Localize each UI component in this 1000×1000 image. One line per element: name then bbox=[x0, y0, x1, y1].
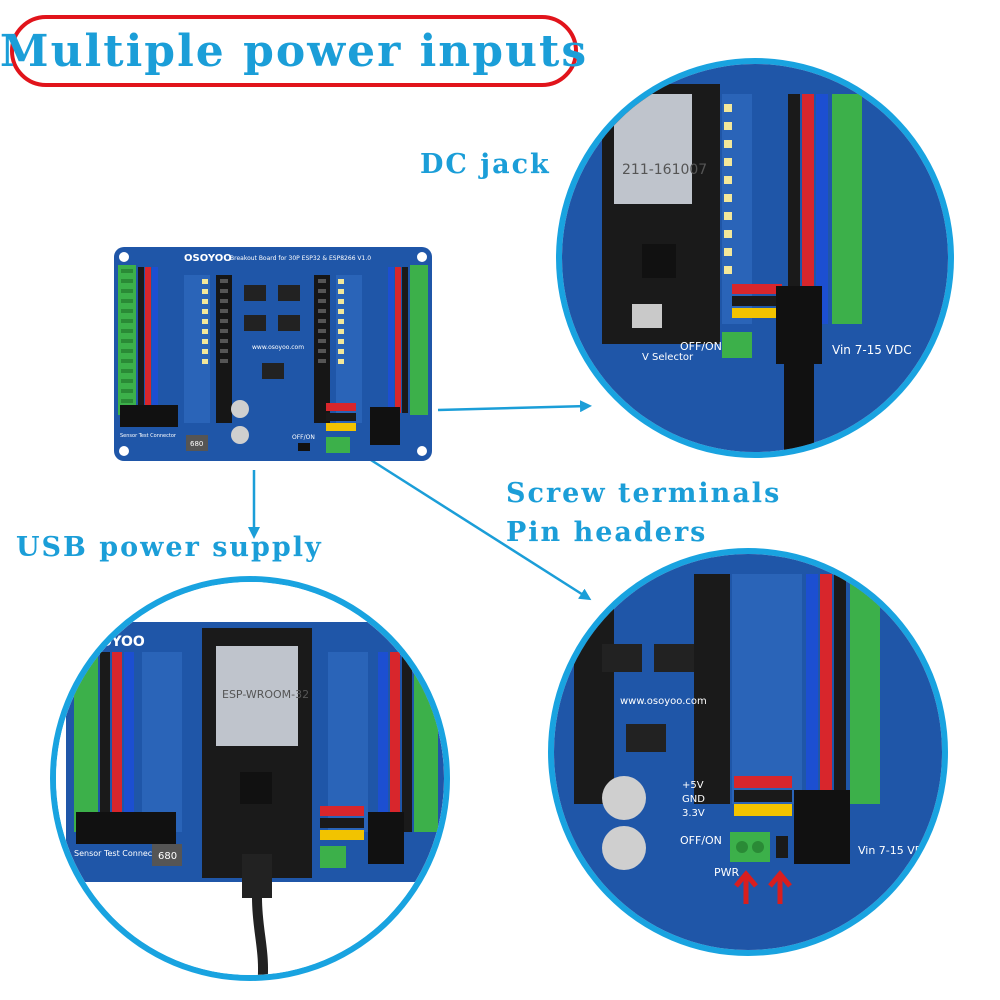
power-label-5v: +5V bbox=[682, 780, 704, 791]
zoom-dc-jack: 211-161007 Vin 7-15 VDC OFF/ON V Selecto… bbox=[556, 58, 954, 458]
selector-label-dc: V Selector bbox=[642, 352, 694, 363]
caption-pin-headers: Pin headers bbox=[506, 517, 708, 548]
caption-usb-power: USB power supply bbox=[16, 532, 323, 563]
zoom-usb-power: OSOYOO ESP-WROOM-32 Sensor Test Connecto… bbox=[50, 576, 450, 981]
esp-chip-label: 211-161007 bbox=[622, 162, 707, 178]
website-label: www.osoyoo.com bbox=[252, 344, 304, 351]
switch-label-dc: OFF/ON bbox=[680, 340, 722, 353]
power-label-gnd: GND bbox=[682, 794, 705, 805]
zoom-usb-power-board: OSOYOO ESP-WROOM-32 Sensor Test Connecto… bbox=[56, 582, 444, 975]
switch-label-small: OFF/ON bbox=[292, 434, 315, 441]
website-label-zoom: www.osoyoo.com bbox=[620, 696, 707, 707]
inductor-label-usb: 680 bbox=[158, 851, 177, 862]
arrow-up-icon bbox=[734, 870, 792, 904]
zoom-screw-terminals-board: www.osoyoo.com +5V GND 3.3V OFF/ON PWR V… bbox=[554, 554, 942, 950]
power-label-33v: 3.3V bbox=[682, 808, 705, 819]
caption-dc-jack: DC jack bbox=[420, 149, 551, 180]
switch-label-zoom: OFF/ON bbox=[680, 834, 722, 847]
zoom-dc-jack-board: 211-161007 Vin 7-15 VDC OFF/ON V Selecto… bbox=[562, 64, 948, 452]
zoom-screw-terminals: www.osoyoo.com +5V GND 3.3V OFF/ON PWR V… bbox=[548, 548, 948, 956]
sensor-label: Sensor Test Connector bbox=[120, 433, 177, 439]
breakout-board-overview: OSOYOO Breakout Board for 30P ESP32 & ES… bbox=[114, 247, 432, 461]
page-title: Multiple power inputs bbox=[0, 25, 589, 77]
brand-label: OSOYOO bbox=[184, 253, 232, 264]
arrow-diagonal-icon bbox=[351, 446, 592, 601]
caption-screw-terminals: Screw terminals bbox=[506, 478, 782, 509]
inductor-label: 680 bbox=[190, 440, 203, 448]
brand-label-usb: OSOYOO bbox=[78, 634, 145, 650]
board-name-label: Breakout Board for 30P ESP32 & ESP8266 V… bbox=[230, 255, 371, 262]
pwr-label: PWR bbox=[714, 866, 740, 879]
vin-label-zoom: Vin 7-15 VDC bbox=[858, 844, 931, 857]
esp-module-label: ESP-WROOM-32 bbox=[222, 688, 309, 701]
sensor-label-usb: Sensor Test Connector bbox=[74, 849, 164, 858]
title-banner: Multiple power inputs bbox=[0, 15, 586, 87]
vin-label-dc: Vin 7-15 VDC bbox=[832, 343, 912, 357]
